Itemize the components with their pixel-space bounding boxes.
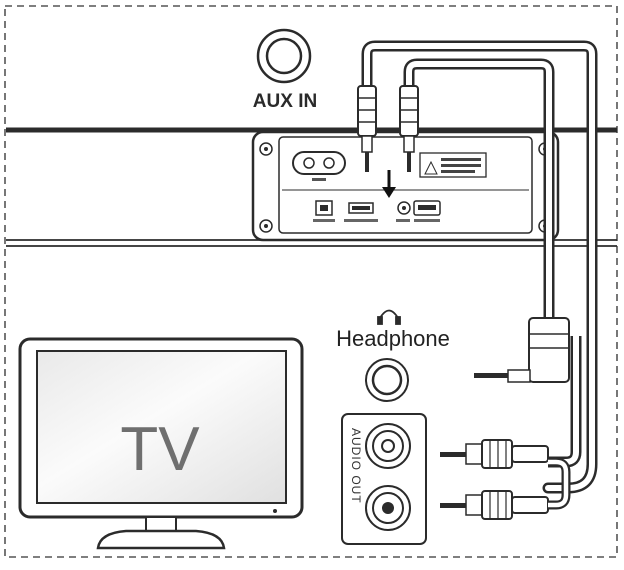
audio-out-panel	[341, 413, 427, 545]
plug-left	[357, 85, 377, 172]
plug-right	[399, 85, 419, 172]
tv-icon	[18, 337, 304, 550]
rca-plug-top	[440, 439, 549, 469]
aux-in-label: AUX IN	[253, 91, 317, 112]
rca-port-icon	[365, 423, 411, 469]
rear-panel	[251, 130, 560, 242]
aux-in-jack-icon	[256, 28, 312, 84]
tv-label: TV	[120, 415, 200, 484]
aux-cable	[361, 40, 598, 494]
headphone-jack	[365, 358, 409, 402]
headphone-label: Headphone	[336, 326, 450, 351]
rca-plug-bottom	[440, 457, 571, 520]
right-angle-plug	[474, 317, 570, 383]
dashed-border	[4, 5, 618, 558]
audio-out-label: AUDIO OUT	[349, 428, 363, 504]
rca-port-icon	[365, 485, 411, 531]
headphone-icon	[377, 309, 401, 325]
